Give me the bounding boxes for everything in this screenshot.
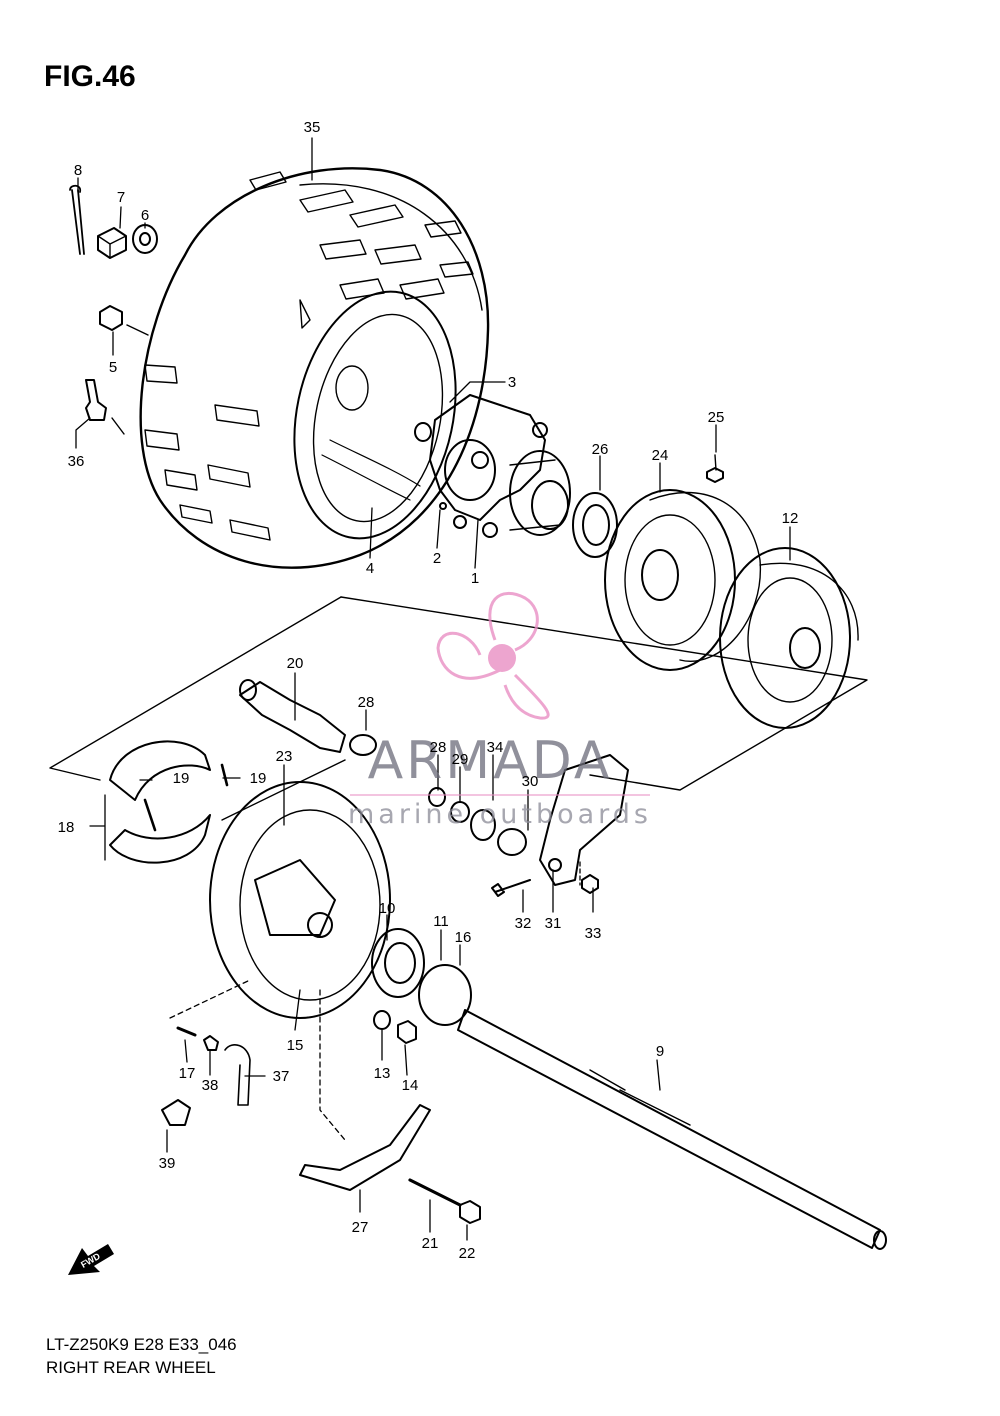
tire-assembly xyxy=(139,167,490,569)
callout-22: 22 xyxy=(459,1245,476,1262)
brake-drum-parts xyxy=(572,454,859,729)
callout-26: 26 xyxy=(592,441,609,458)
callout-21: 21 xyxy=(422,1235,439,1252)
callout-39: 39 xyxy=(159,1155,176,1172)
callout-28b: 28 xyxy=(430,739,447,756)
callout-8: 8 xyxy=(74,162,82,179)
callout-10: 10 xyxy=(379,900,396,917)
watermark: ARMADA marine outboards xyxy=(348,592,652,830)
lower-small-parts xyxy=(161,1010,481,1224)
brake-lever-parts xyxy=(428,754,629,897)
wheel-hub xyxy=(414,394,571,538)
callout-38: 38 xyxy=(202,1077,219,1094)
callout-6: 6 xyxy=(141,207,149,224)
callout-29: 29 xyxy=(452,751,469,768)
callout-28a: 28 xyxy=(358,694,375,711)
callout-9: 9 xyxy=(656,1043,664,1060)
callout-16: 16 xyxy=(455,929,472,946)
callout-18: 18 xyxy=(58,819,75,836)
section-name: RIGHT REAR WHEEL xyxy=(46,1358,216,1377)
watermark-tagline: marine outboards xyxy=(348,799,652,830)
model-code: LT-Z250K9 E28 E33_046 xyxy=(46,1335,237,1354)
callout-35: 35 xyxy=(304,119,321,136)
watermark-brand: ARMADA xyxy=(368,731,613,791)
callout-7: 7 xyxy=(117,189,125,206)
callout-17: 17 xyxy=(179,1065,196,1082)
callout-5: 5 xyxy=(109,359,117,376)
callout-31: 31 xyxy=(545,915,562,932)
propeller-logo-icon xyxy=(436,592,550,720)
callout-labels: 35 8 7 6 5 36 3 25 26 24 12 2 4 1 20 28 … xyxy=(58,119,799,1262)
callout-34: 34 xyxy=(487,739,504,756)
callout-32: 32 xyxy=(515,915,532,932)
callout-37: 37 xyxy=(273,1068,290,1085)
callout-19b: 19 xyxy=(250,770,267,787)
callout-13: 13 xyxy=(374,1065,391,1082)
brake-cam-and-shoes xyxy=(109,679,377,864)
callout-27: 27 xyxy=(352,1219,369,1236)
fwd-arrow-icon: FWD xyxy=(68,1244,114,1275)
callout-19a: 19 xyxy=(173,770,190,787)
rear-axle xyxy=(457,1009,887,1250)
callout-15: 15 xyxy=(287,1037,304,1054)
callout-20: 20 xyxy=(287,655,304,672)
callout-30: 30 xyxy=(522,773,539,790)
callout-33: 33 xyxy=(585,925,602,942)
callout-4: 4 xyxy=(366,560,374,577)
figure-title: FIG.46 xyxy=(44,60,136,93)
leader-lines xyxy=(75,137,791,1241)
callout-36: 36 xyxy=(68,453,85,470)
callout-14: 14 xyxy=(402,1077,419,1094)
callout-24: 24 xyxy=(652,447,669,464)
callout-1: 1 xyxy=(471,570,479,587)
callout-25: 25 xyxy=(708,409,725,426)
callout-11: 11 xyxy=(433,913,449,930)
callout-2: 2 xyxy=(433,550,441,567)
callout-3: 3 xyxy=(508,374,516,391)
callout-12: 12 xyxy=(782,510,799,527)
callout-23: 23 xyxy=(276,748,293,765)
axle-nut-parts xyxy=(69,184,158,435)
brake-panel xyxy=(209,781,472,1026)
